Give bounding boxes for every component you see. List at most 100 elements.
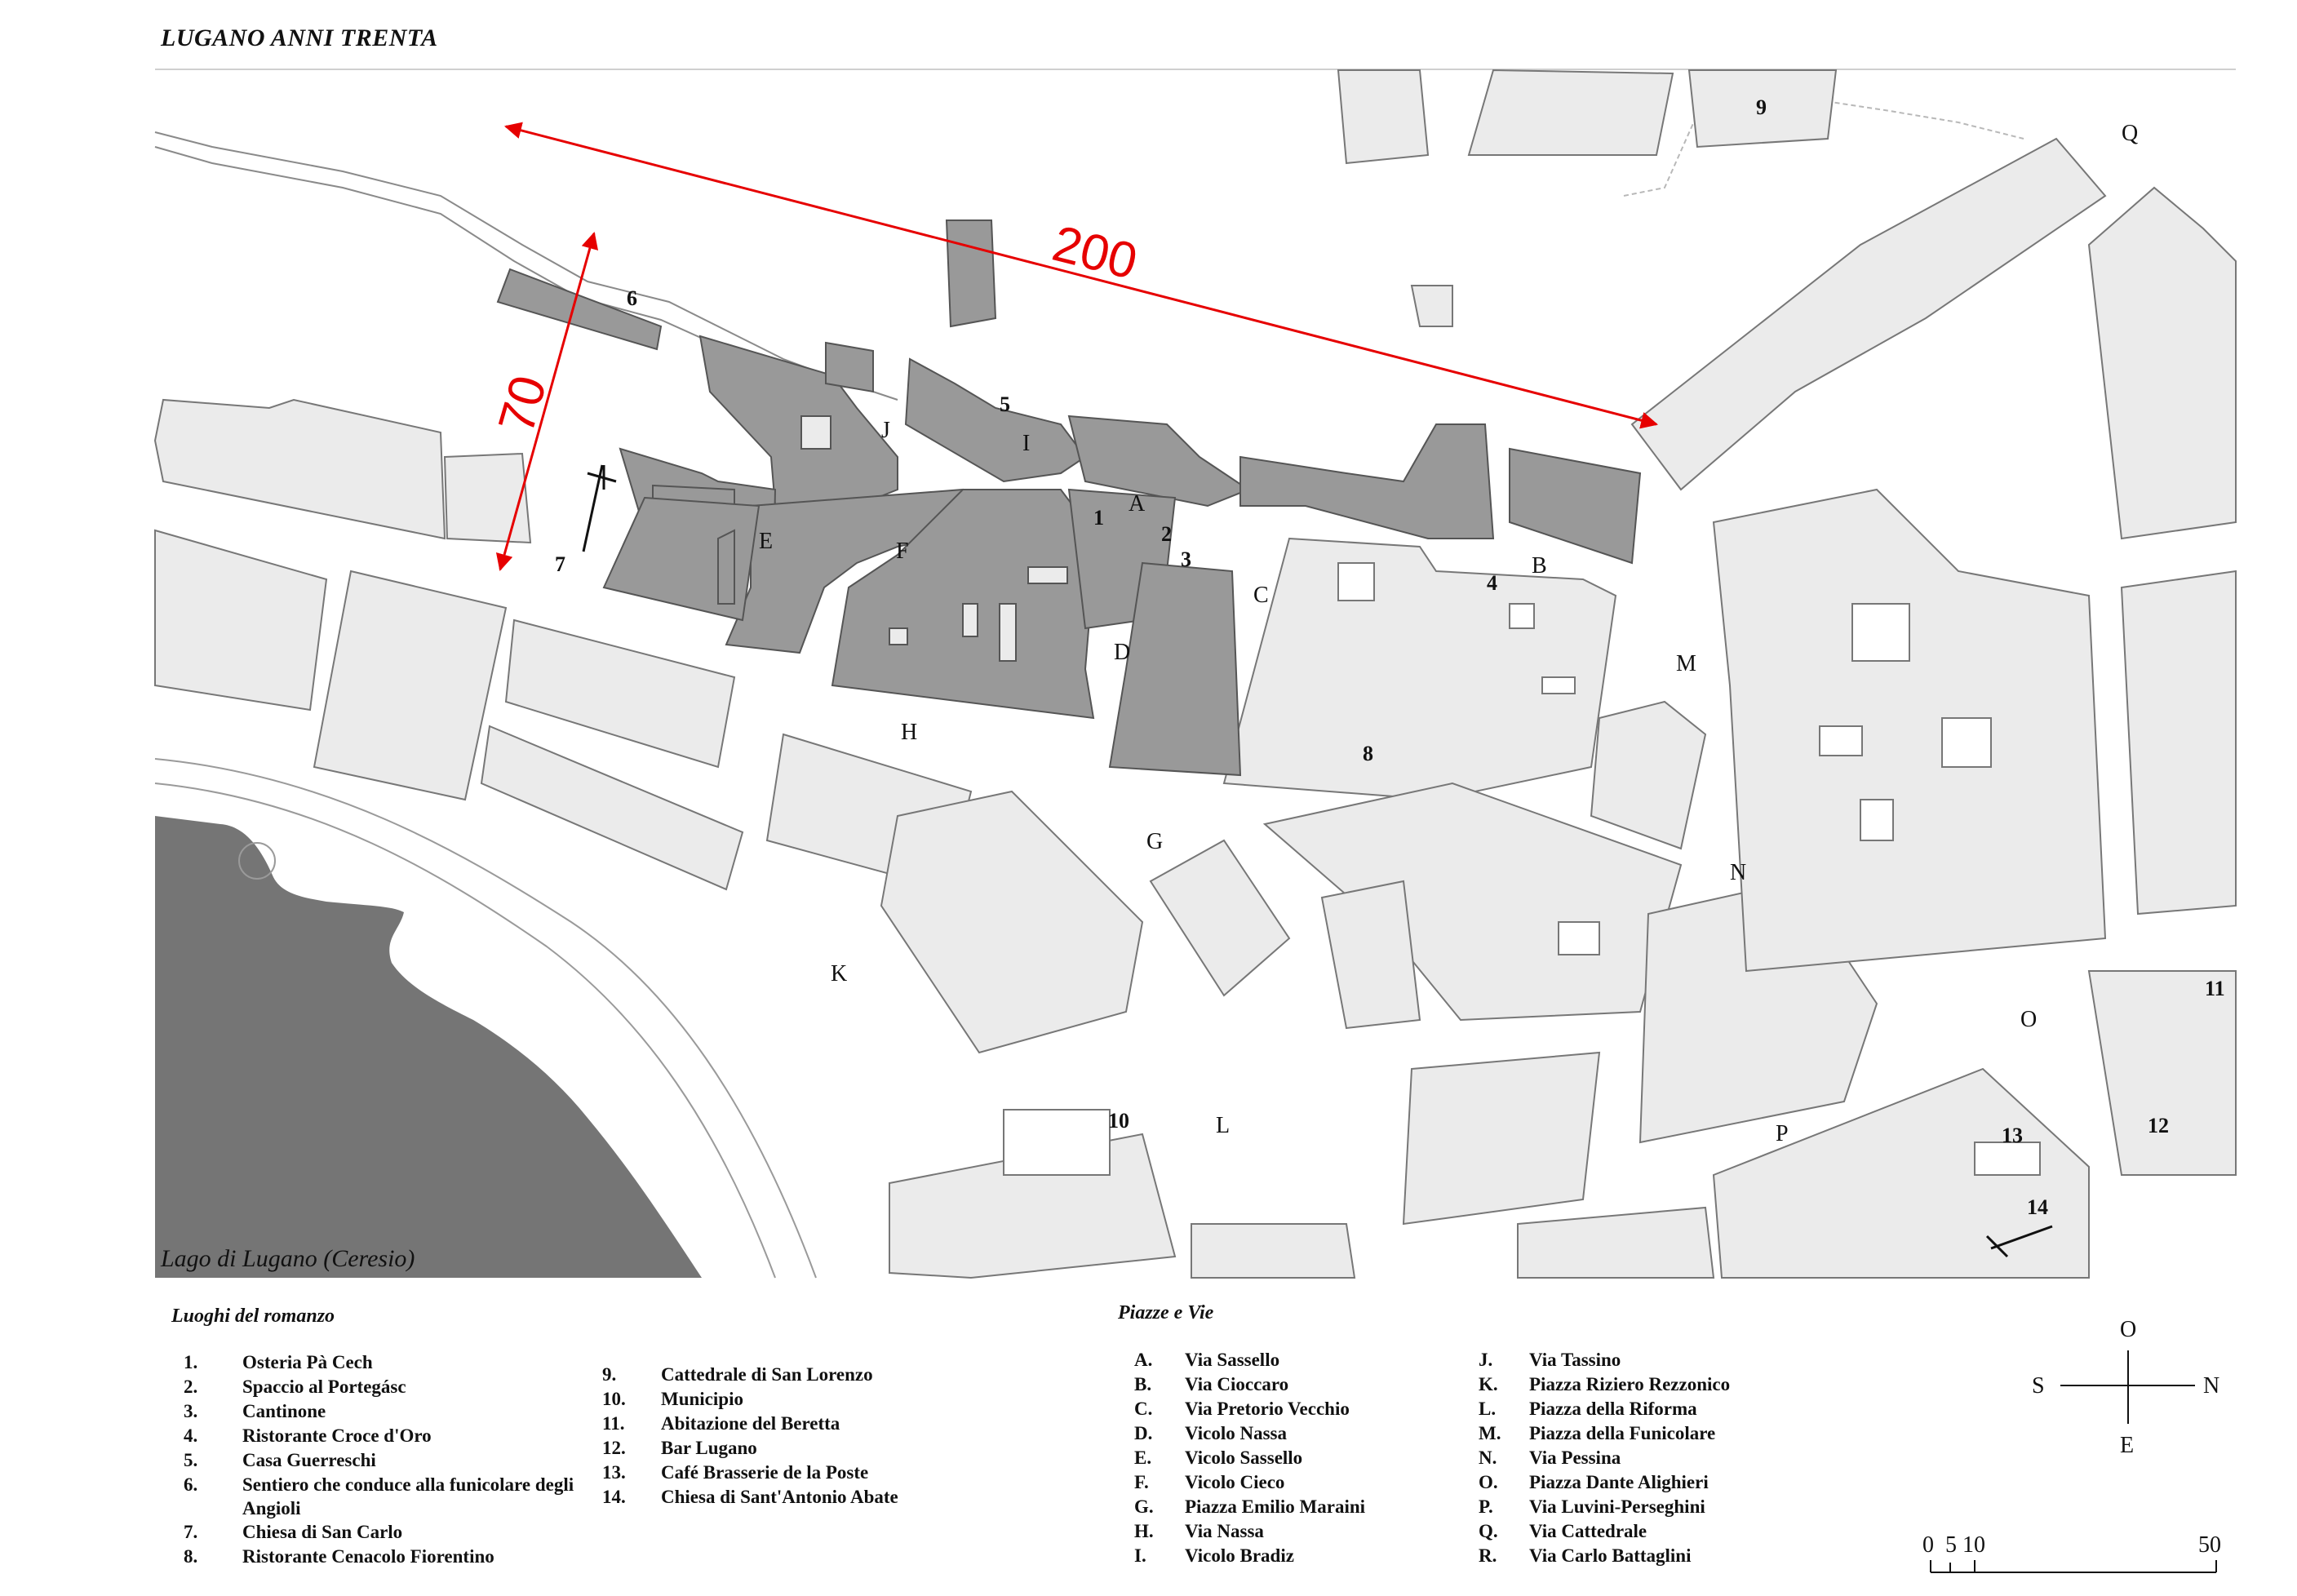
dimension-arrow-width: [495, 231, 599, 572]
legend-places-heading: Luoghi del romanzo: [171, 1306, 335, 1327]
building-block: [717, 529, 735, 605]
street-letter: P: [1776, 1121, 1789, 1146]
legend-item: F.Vicolo Cieco: [1134, 1470, 1444, 1495]
legend-item-key: 3.: [184, 1401, 198, 1421]
legend-item-key: Q.: [1479, 1521, 1498, 1541]
building-block: [1222, 537, 1617, 801]
legend-item: 5.Casa Guerreschi: [184, 1448, 608, 1473]
building-block: [1191, 1223, 1356, 1279]
lake-label: Lago di Lugano (Ceresio): [160, 1245, 415, 1272]
building-detail: [1003, 1109, 1111, 1176]
lakeside-promenade-inner: [154, 782, 776, 1279]
legend-item: P.Via Luvini-Perseghini: [1479, 1495, 1821, 1519]
legend-item-key: 2.: [184, 1377, 198, 1397]
dimension-arrow-length: [503, 122, 1659, 429]
building-number: 11: [2205, 977, 2225, 1000]
building-block: [153, 398, 446, 540]
street-letter: N: [1730, 860, 1746, 885]
compass-rose: O E S N: [2032, 1317, 2219, 1458]
legend-item-key: 10.: [602, 1389, 626, 1409]
legend-item-label: Via Tassino: [1529, 1350, 1621, 1370]
legend-item-label: Via Luvini-Perseghini: [1529, 1496, 1705, 1517]
building-detail: [1974, 1142, 2041, 1176]
legend-item-key: G.: [1134, 1496, 1154, 1517]
legend-item: M.Piazza della Funicolare: [1479, 1421, 1821, 1446]
legend-item: G.Piazza Emilio Maraini: [1134, 1495, 1444, 1519]
street-letter: L: [1216, 1113, 1230, 1138]
legend-item-key: 5.: [184, 1450, 198, 1470]
building-block: [1320, 880, 1421, 1030]
courtyard: [1027, 566, 1068, 584]
legend-item: J.Via Tassino: [1479, 1348, 1821, 1372]
legend-item-key: F.: [1134, 1472, 1149, 1492]
street-letter: Q: [2122, 121, 2138, 146]
legend-item: D.Vicolo Nassa: [1134, 1421, 1444, 1446]
legend-item: A.Via Sassello: [1134, 1348, 1444, 1372]
courtyard: [999, 603, 1017, 662]
building-number-labels: 1 2 3 4 5 6 7 8 9 10 11 12 13 14: [555, 95, 2225, 1219]
legend-item-key: 4.: [184, 1425, 198, 1446]
building-block: [154, 529, 328, 712]
building-block: [1402, 1051, 1601, 1226]
lakeside-promenade: [154, 758, 817, 1279]
legend-item: I.Vicolo Bradiz: [1134, 1544, 1444, 1568]
building-detail: [1509, 603, 1535, 629]
building-details: [1003, 562, 2041, 1176]
building-block: [443, 452, 532, 544]
street-letter: A: [1129, 491, 1146, 516]
courtyard: [889, 627, 908, 645]
building-number: 6: [627, 286, 637, 310]
building-block: [1590, 700, 1707, 850]
building-number: 10: [1108, 1109, 1129, 1133]
other-buildings: [153, 69, 2237, 1279]
building-block: [1630, 137, 2107, 491]
legend-item-key: 6.: [184, 1474, 198, 1495]
legend-item: 8.Ristorante Cenacolo Fiorentino: [184, 1545, 608, 1569]
street-letter: H: [901, 720, 917, 745]
street-letter: O: [2020, 1007, 2037, 1032]
legend-item-label: Abitazione del Beretta: [661, 1413, 840, 1434]
building-block: [1509, 447, 1642, 565]
building-number: 14: [2027, 1195, 2048, 1219]
legend-item-label: Ristorante Cenacolo Fiorentino: [242, 1546, 494, 1567]
building-block: [1239, 423, 1495, 539]
building-block: [1410, 285, 1453, 327]
legend-item-label: Chiesa di Sant'Antonio Abate: [661, 1487, 898, 1507]
legend-item-key: I.: [1134, 1545, 1146, 1566]
legend-item: E.Vicolo Sassello: [1134, 1446, 1444, 1470]
building-block: [2120, 570, 2237, 915]
street-letter: B: [1532, 553, 1547, 579]
street-letter: J: [881, 418, 890, 443]
scale-bar: 0 5 10 50: [1922, 1532, 2221, 1573]
legend-item: 3.Cantinone: [184, 1399, 608, 1424]
legend-item: 2.Spaccio al Portegásc: [184, 1375, 608, 1399]
building-detail: [1860, 799, 1894, 841]
building-number: 9: [1756, 95, 1767, 119]
legend-item-key: M.: [1479, 1423, 1501, 1443]
building-number: 13: [2002, 1124, 2023, 1147]
legend-streets-heading: Piazze e Vie: [1118, 1302, 1214, 1323]
legend-item-key: R.: [1479, 1545, 1497, 1566]
building-number: 8: [1363, 742, 1373, 765]
street-letter: F: [896, 539, 909, 564]
building-number: 5: [1000, 392, 1010, 416]
legend-item-key: N.: [1479, 1447, 1497, 1468]
building-block: [1337, 69, 1430, 165]
compass-right: N: [2203, 1373, 2219, 1399]
building-block: [1467, 69, 1674, 156]
scale-tick-label: 5: [1945, 1532, 1957, 1558]
legend-item: C.Via Pretorio Vecchio: [1134, 1397, 1444, 1421]
legend-item-key: 9.: [602, 1364, 617, 1385]
legend-item-key: B.: [1134, 1374, 1152, 1394]
legend-item-label: Vicolo Sassello: [1185, 1447, 1303, 1468]
legend-item: H.Via Nassa: [1134, 1519, 1444, 1544]
street-letter: I: [1022, 431, 1030, 456]
street-letter-labels: A B C D E F G H I J K L M N O P Q: [759, 121, 2138, 1146]
legend-item: 6.Sentiero che conduce alla funicolare d…: [184, 1473, 608, 1520]
building-detail: [1851, 603, 1910, 662]
building-block: [2087, 970, 2237, 1176]
building-detail: [1941, 717, 1992, 768]
legend-item-key: D.: [1134, 1423, 1153, 1443]
